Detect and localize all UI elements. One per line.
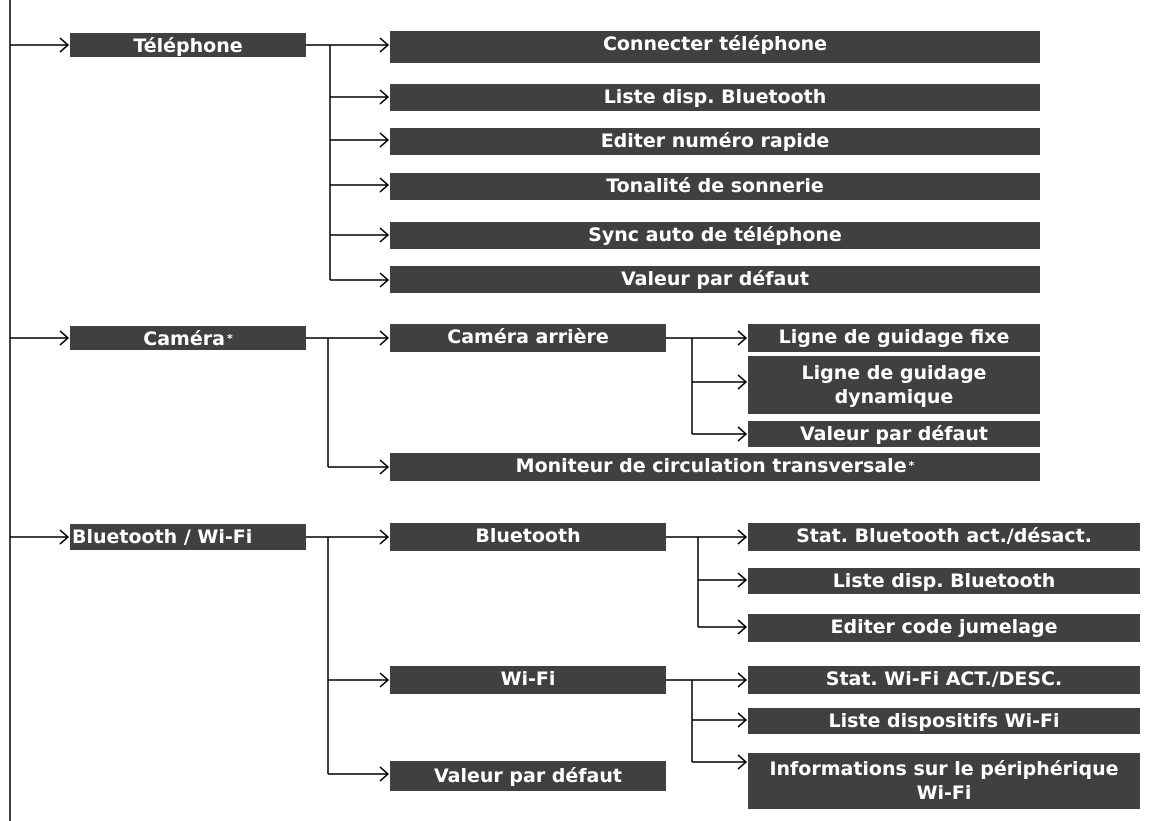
menu-item-phone-default[interactable]: Valeur par défaut [390,266,1040,293]
menu-cross-traffic-monitor[interactable]: Moniteur de circulation transversale* [390,453,1040,481]
menu-bt-wifi-default[interactable]: Valeur par défaut [390,761,666,791]
menu-item-bluetooth-device-list[interactable]: Liste disp. Bluetooth [390,84,1040,111]
label: Valeur par défaut [621,268,809,290]
label: Stat. Bluetooth act./désact. [796,525,1092,547]
label: Téléphone [133,35,243,57]
menu-item-camera-default[interactable]: Valeur par défaut [748,421,1040,447]
menu-item-fixed-guideline[interactable]: Ligne de guidage fixe [748,324,1040,352]
label: Valeur par défaut [434,765,622,787]
menu-item-edit-pairing-code[interactable]: Editer code jumelage [748,614,1140,642]
menu-item-bluetooth-status[interactable]: Stat. Bluetooth act./désact. [748,523,1140,551]
menu-item-ringtone[interactable]: Tonalité de sonnerie [390,173,1040,200]
label: Liste disp. Bluetooth [603,86,827,108]
menu-bluetooth[interactable]: Bluetooth [390,523,666,551]
menu-item-auto-phone-sync[interactable]: Sync auto de téléphone [390,222,1040,249]
asterisk-marker: * [226,332,233,345]
label: Editer numéro rapide [600,130,830,152]
label: Liste dispositifs Wi-Fi [828,710,1060,732]
menu-rear-camera[interactable]: Caméra arrière [390,324,666,352]
label: Ligne de guidage dynamique [801,362,987,408]
menu-bluetooth-wifi[interactable]: Bluetooth / Wi-Fi [70,524,306,550]
menu-item-wifi-status[interactable]: Stat. Wi-Fi ACT./DESC. [748,666,1140,694]
label: Tonalité de sonnerie [606,175,824,197]
label: Ligne de guidage fixe [778,326,1010,348]
menu-telephone[interactable]: Téléphone [70,33,306,57]
label: Valeur par défaut [800,423,988,445]
label: Bluetooth [475,525,581,547]
menu-item-connect-phone[interactable]: Connecter téléphone [390,31,1040,63]
label: Moniteur de circulation transversale [515,455,907,477]
label: Caméra [143,328,225,350]
label: Informations sur le périphérique Wi-Fi [769,758,1119,804]
asterisk-marker: * [908,459,915,472]
label: Wi-Fi [500,668,556,690]
menu-item-bt-device-list[interactable]: Liste disp. Bluetooth [748,568,1140,594]
label: Stat. Wi-Fi ACT./DESC. [825,668,1063,690]
label: Connecter téléphone [602,33,828,55]
menu-item-wifi-device-info[interactable]: Informations sur le périphérique Wi-Fi [748,753,1140,809]
menu-wifi[interactable]: Wi-Fi [390,666,666,694]
label: Editer code jumelage [830,616,1058,638]
label: Caméra arrière [447,326,609,348]
label: Bluetooth / Wi-Fi [72,526,253,548]
menu-item-edit-speed-dial[interactable]: Editer numéro rapide [390,128,1040,155]
menu-item-dynamic-guideline[interactable]: Ligne de guidage dynamique [748,356,1040,414]
menu-camera[interactable]: Caméra* [70,326,306,350]
label: Liste disp. Bluetooth [832,570,1056,592]
label: Sync auto de téléphone [588,224,842,246]
menu-item-wifi-device-list[interactable]: Liste dispositifs Wi-Fi [748,708,1140,734]
